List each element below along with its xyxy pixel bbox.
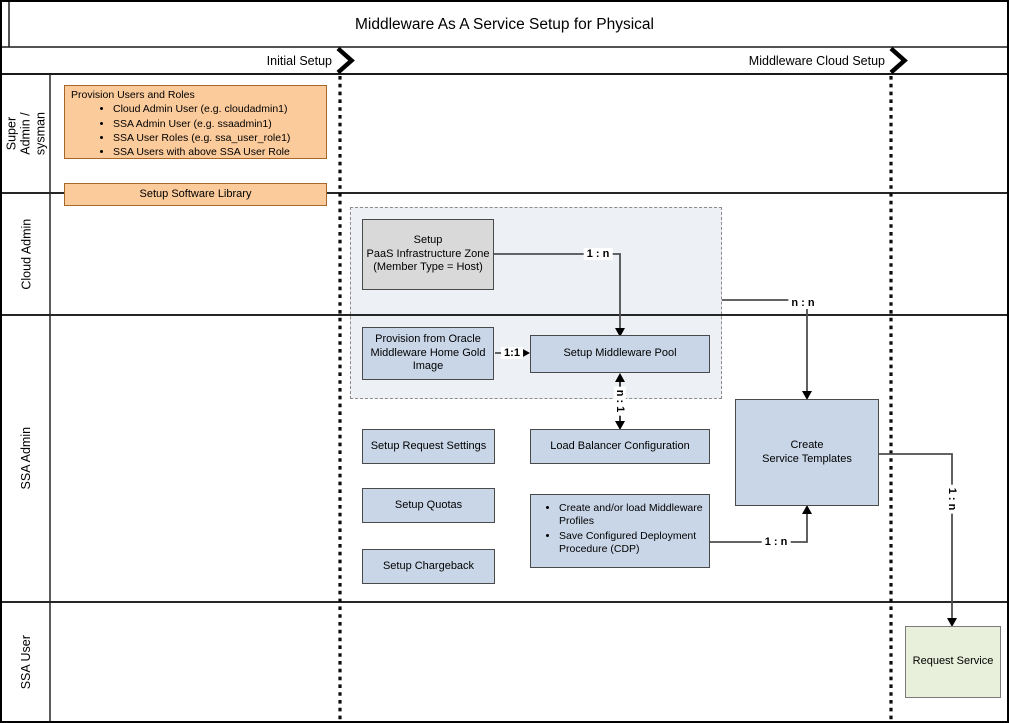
connector-profiles-to-templates <box>710 514 808 543</box>
list-item: Save Configured Deployment Procedure (CD… <box>559 530 703 557</box>
box-setup-paas-infrastructure-zone: Setup PaaS Infrastructure Zone (Member T… <box>362 219 494 290</box>
box-provision-users-and-roles: Provision Users and Roles Cloud Admin Us… <box>64 85 327 159</box>
cardinality-label-templates-to-request: 1 : n <box>946 484 958 514</box>
box-setup-middleware-pool: Setup Middleware Pool <box>530 335 710 373</box>
phase-label-initial: Initial Setup <box>266 53 332 68</box>
cardinality-label-paas-to-pool: 1 : n <box>583 248 613 260</box>
box-setup-chargeback: Setup Chargeback <box>362 549 495 584</box>
list-item: SSA Users with above SSA User Role <box>113 146 322 159</box>
box-setup-request-settings: Setup Request Settings <box>362 429 495 464</box>
cardinality-label-profiles-to-templates: 1 : n <box>761 536 791 548</box>
connector-paas-to-pool <box>494 253 621 329</box>
lane-label-ssa-admin: SSA Admin <box>18 427 33 490</box>
list-item: SSA User Roles (e.g. ssa_user_role1) <box>113 132 322 145</box>
phase-header-cloud-setup: Middleware Cloud Setup <box>2 47 885 74</box>
cardinality-label-pool-lb: n : 1 <box>614 386 626 416</box>
arrowhead-profiles-to-templates <box>802 505 812 514</box>
list-item: Cloud Admin User (e.g. cloudadmin1) <box>113 103 322 116</box>
list-item: Create and/or load Middleware Profiles <box>559 502 703 529</box>
box-request-service: Request Service <box>905 626 1001 698</box>
lane-label-super-admin: Super Admin / sysman <box>4 111 48 156</box>
arrowhead-templates-to-request <box>947 618 957 627</box>
phase-header-initial-setup: Initial Setup <box>2 47 332 74</box>
box-setup-quotas: Setup Quotas <box>362 488 495 523</box>
box-load-balancer-configuration: Load Balancer Configuration <box>530 429 710 464</box>
provision-users-title: Provision Users and Roles <box>71 89 195 101</box>
arrowhead-gold-to-pool <box>521 348 530 358</box>
lane-label-ssa-user: SSA User <box>18 635 33 690</box>
arrowhead-zone-to-templates <box>802 391 812 400</box>
arrowhead-paas-to-pool <box>615 328 625 337</box>
box-setup-software-library: Setup Software Library <box>64 183 327 206</box>
box-middleware-profiles-cdp: Create and/or load Middleware Profiles S… <box>530 494 710 568</box>
cardinality-label-zone-to-templates: n : n <box>788 297 818 309</box>
provision-users-bullet-list: Cloud Admin User (e.g. cloudadmin1) SSA … <box>69 103 322 160</box>
lane-label-cloud-admin: Cloud Admin <box>18 218 33 290</box>
chevron-icon-initial-setup <box>336 46 355 75</box>
box-create-service-templates: Create Service Templates <box>735 399 879 506</box>
list-item: SSA Admin User (e.g. ssaadmin1) <box>113 118 322 131</box>
cardinality-label-gold-to-pool: 1:1 <box>501 347 523 359</box>
box-provision-from-gold-image: Provision from Oracle Middleware Home Go… <box>362 327 494 380</box>
connector-zone-to-templates <box>722 299 808 391</box>
chevron-icon-cloud-setup <box>889 46 908 75</box>
arrowhead-pool-lb-up <box>615 373 625 382</box>
phase-label-cloud: Middleware Cloud Setup <box>748 53 885 68</box>
connector-templates-to-request <box>879 453 953 618</box>
arrowhead-pool-lb-down <box>615 421 625 430</box>
profiles-bullet-list: Create and/or load Middleware Profiles S… <box>535 502 705 557</box>
page-title: Middleware As A Service Setup for Physic… <box>355 15 654 33</box>
